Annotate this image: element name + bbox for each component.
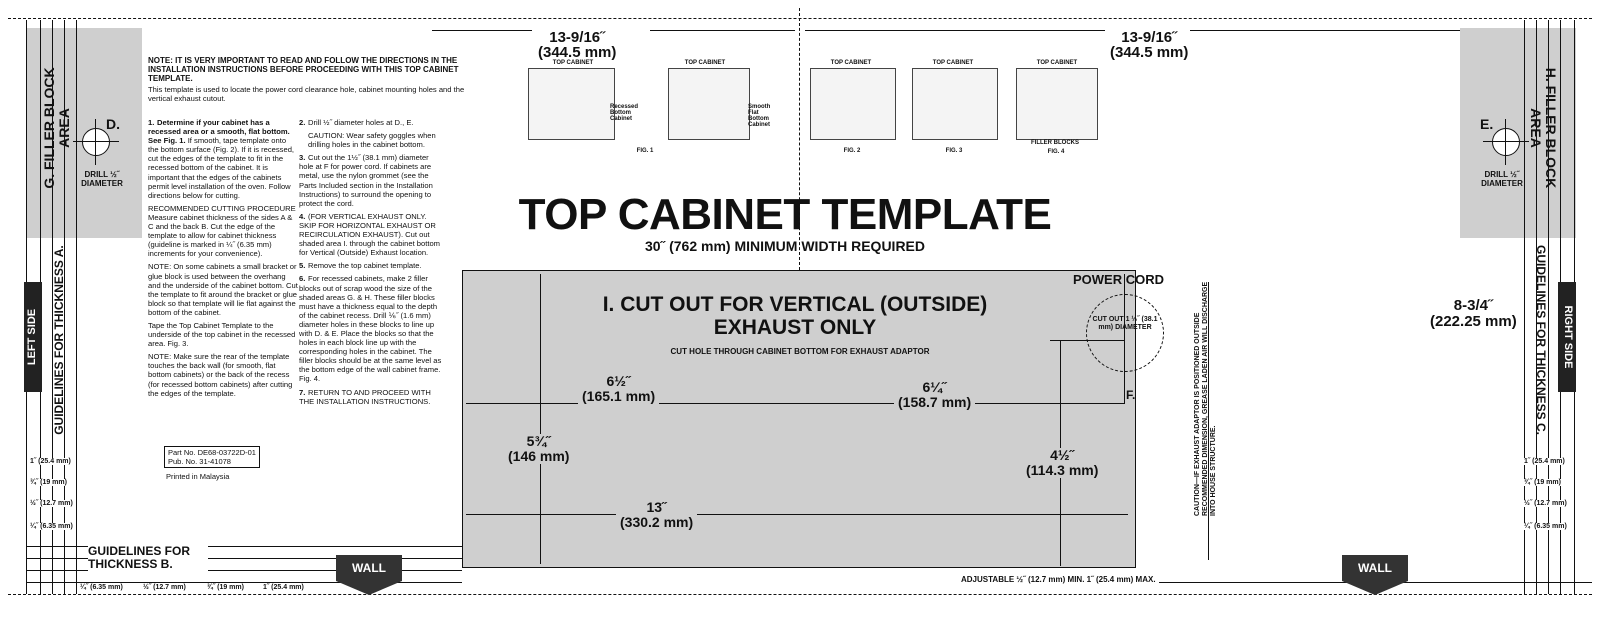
left-tick-4: ¼˝ (6.35 mm) xyxy=(30,523,73,530)
fig4-image xyxy=(1016,68,1098,140)
bottom-tick-3: ¾˝ (19 mm) xyxy=(207,584,244,591)
right-dim-top: 13-9/16˝(344.5 mm) xyxy=(1110,29,1189,61)
right-drill-size: DRILL ½˝ DIAMETER xyxy=(1481,170,1523,188)
fig1-image xyxy=(528,68,615,140)
fig3-image xyxy=(912,68,998,140)
drill-hole-d xyxy=(73,119,119,165)
wall-right-arrow xyxy=(1342,581,1408,595)
note-3: NOTE: Make sure the rear of the template… xyxy=(148,352,293,398)
right-filler-block-area xyxy=(1460,28,1576,238)
right-side-tab xyxy=(1558,282,1576,392)
template-title: TOP CABINET TEMPLATE xyxy=(518,190,1052,239)
power-cord-cutout-label: CUT OUT 1 ½˝ (38.1 mm) DIAMETER xyxy=(1092,316,1158,331)
part-no: Part No. DE68-03722D-01 xyxy=(168,448,256,457)
part-number-box: Part No. DE68-03722D-01 Pub. No. 31-4107… xyxy=(164,446,260,468)
dim-e: 13˝(330.2 mm) xyxy=(616,500,698,530)
fig3-title: TOP CABINET xyxy=(932,60,974,66)
note-2: NOTE: On some cabinets a small bracket o… xyxy=(148,262,298,317)
left-side-label: LEFT SIDE xyxy=(26,308,38,366)
right-filler-block-label: H. FILLER BLOCK AREA xyxy=(1528,67,1559,189)
wall-left-label: WALL xyxy=(336,555,402,581)
drill-hole-e xyxy=(1483,119,1529,165)
step-5: 5.Remove the top cabinet template. xyxy=(299,261,422,271)
left-tick-3: ½˝ (12.7 mm) xyxy=(30,500,73,507)
step-7: 7.RETURN TO AND PROCEED WITH THE INSTALL… xyxy=(299,387,431,406)
guidelines-b-label: GUIDELINES FOR THICKNESS B. xyxy=(88,545,208,571)
adjustable-note: ADJUSTABLE ½˝ (12.7 mm) MIN. 1˝ (25.4 mm… xyxy=(958,575,1159,584)
fig1-title: TOP CABINET xyxy=(552,60,594,66)
dim-d: 4½˝(114.3 mm) xyxy=(1022,448,1103,478)
printed-in: Printed in Malaysia xyxy=(166,472,230,481)
bottom-tick-1: ¼˝ (6.35 mm) xyxy=(80,584,123,591)
figures-dim-top: 13-9/16˝ (344.5 mm) xyxy=(538,29,617,61)
fig1b-title: TOP CABINET xyxy=(684,60,726,66)
bottom-tick-2: ½˝ (12.7 mm) xyxy=(143,584,186,591)
right-side-label: RIGHT SIDE xyxy=(1562,305,1574,369)
step-1-bold: Determine if your cabinet has a recessed… xyxy=(148,118,290,146)
fig2-title: TOP CABINET xyxy=(830,60,872,66)
fig1-note: Recessed Bottom Cabinet xyxy=(610,104,639,122)
right-dim-side: 8-3/4˝(222.25 mm) xyxy=(1430,297,1517,330)
tape-instruction: Tape the Top Cabinet Template to the und… xyxy=(148,320,296,349)
guidelines-a-label: GUIDELINES FOR THICKNESS A. xyxy=(52,245,66,435)
cutout-subtitle: CUT HOLE THROUGH CABINET BOTTOM FOR EXHA… xyxy=(670,347,930,356)
template-subtitle: 30˝ (762 mm) MINIMUM WIDTH REQUIRED xyxy=(644,238,926,254)
instructions-col-2: 2.Drill ½˝ diameter holes at D., E. CAUT… xyxy=(299,118,444,410)
left-tick-1: 1˝ (25.4 mm) xyxy=(30,458,71,465)
wall-right-label: WALL xyxy=(1342,555,1408,581)
instructions-col-1: 1.Determine if your cabinet has a recess… xyxy=(148,118,298,398)
notes-intro: This template is used to locate the powe… xyxy=(148,85,465,103)
dim-c: 5¾˝(146 mm) xyxy=(504,434,574,464)
left-filler-block-label: G. FILLER BLOCK AREA xyxy=(41,67,72,189)
drill-label-e: E. xyxy=(1480,116,1494,132)
left-tick-2: ¾˝ (19 mm) xyxy=(30,479,67,486)
step-4: 4.(FOR VERTICAL EXHAUST ONLY. SKIP FOR H… xyxy=(299,211,441,258)
fig1-caption: FIG. 1 xyxy=(636,148,654,154)
fig4-caption: FIG. 4 xyxy=(1047,149,1065,155)
fig2-image xyxy=(810,68,896,140)
notes-heading: NOTE: IT IS VERY IMPORTANT TO READ AND F… xyxy=(148,56,459,83)
right-tick-4: ¼˝ (6.35 mm) xyxy=(1524,523,1567,530)
step-6: 6.For recessed cabinets, make 2 filler b… xyxy=(299,274,442,384)
step-2: 2.Drill ½˝ diameter holes at D., E. xyxy=(299,118,414,127)
dim-b: 6¼˝(158.7 mm) xyxy=(894,380,976,410)
fig2-caption: FIG. 2 xyxy=(843,148,861,154)
left-side-tab xyxy=(24,282,42,392)
dim-a: 6½˝(165.1 mm) xyxy=(578,374,660,404)
fig4-title: TOP CABINET xyxy=(1036,60,1078,66)
top-border xyxy=(8,18,1592,19)
left-drill-size: DRILL ½˝ DIAMETER xyxy=(81,170,123,188)
right-tick-3: ½˝ (12.7 mm) xyxy=(1524,500,1567,507)
step-1-text: If smooth, tape template onto the bottom… xyxy=(148,136,295,200)
pub-no: Pub. No. 31-41078 xyxy=(168,457,231,466)
rec-heading: RECOMMENDED CUTTING PROCEDURE xyxy=(148,203,296,213)
step-3: 3.Cut out the 1½˝ (38.1 mm) diameter hol… xyxy=(299,153,433,208)
fig3-caption: FIG. 3 xyxy=(945,148,963,154)
drill-label-d: D. xyxy=(106,116,120,132)
hole-f-label: F. xyxy=(1126,388,1136,402)
power-cord-hole xyxy=(1086,294,1164,372)
center-fold-line xyxy=(799,8,800,270)
power-cord-label: POWER CORD xyxy=(1073,272,1164,287)
fig4-note: FILLER BLOCKS xyxy=(1031,140,1079,146)
right-tick-2: ¾˝ (19 mm) xyxy=(1524,479,1561,486)
caution-note: CAUTION—IF EXHAUST ADAPTOR IS POSITIONED… xyxy=(1194,281,1217,516)
fig1b-note: Smooth Flat Bottom Cabinet xyxy=(748,104,771,128)
cutout-title: I. CUT OUT FOR VERTICAL (OUTSIDE) EXHAUS… xyxy=(602,293,988,339)
right-tick-1: 1˝ (25.4 mm) xyxy=(1524,458,1565,465)
wall-left-arrow xyxy=(336,581,402,595)
guidelines-c-label: GUIDELINES FOR THICKNESS C. xyxy=(1534,244,1548,435)
step-2-caution: CAUTION: Wear safety goggles when drilli… xyxy=(308,131,436,150)
rec-text: Measure cabinet thickness of the sides A… xyxy=(148,212,293,259)
bottom-border xyxy=(8,594,1592,595)
cutout-area-i xyxy=(462,270,1136,568)
fig1b-image xyxy=(668,68,750,140)
bottom-tick-4: 1˝ (25.4 mm) xyxy=(263,584,304,591)
